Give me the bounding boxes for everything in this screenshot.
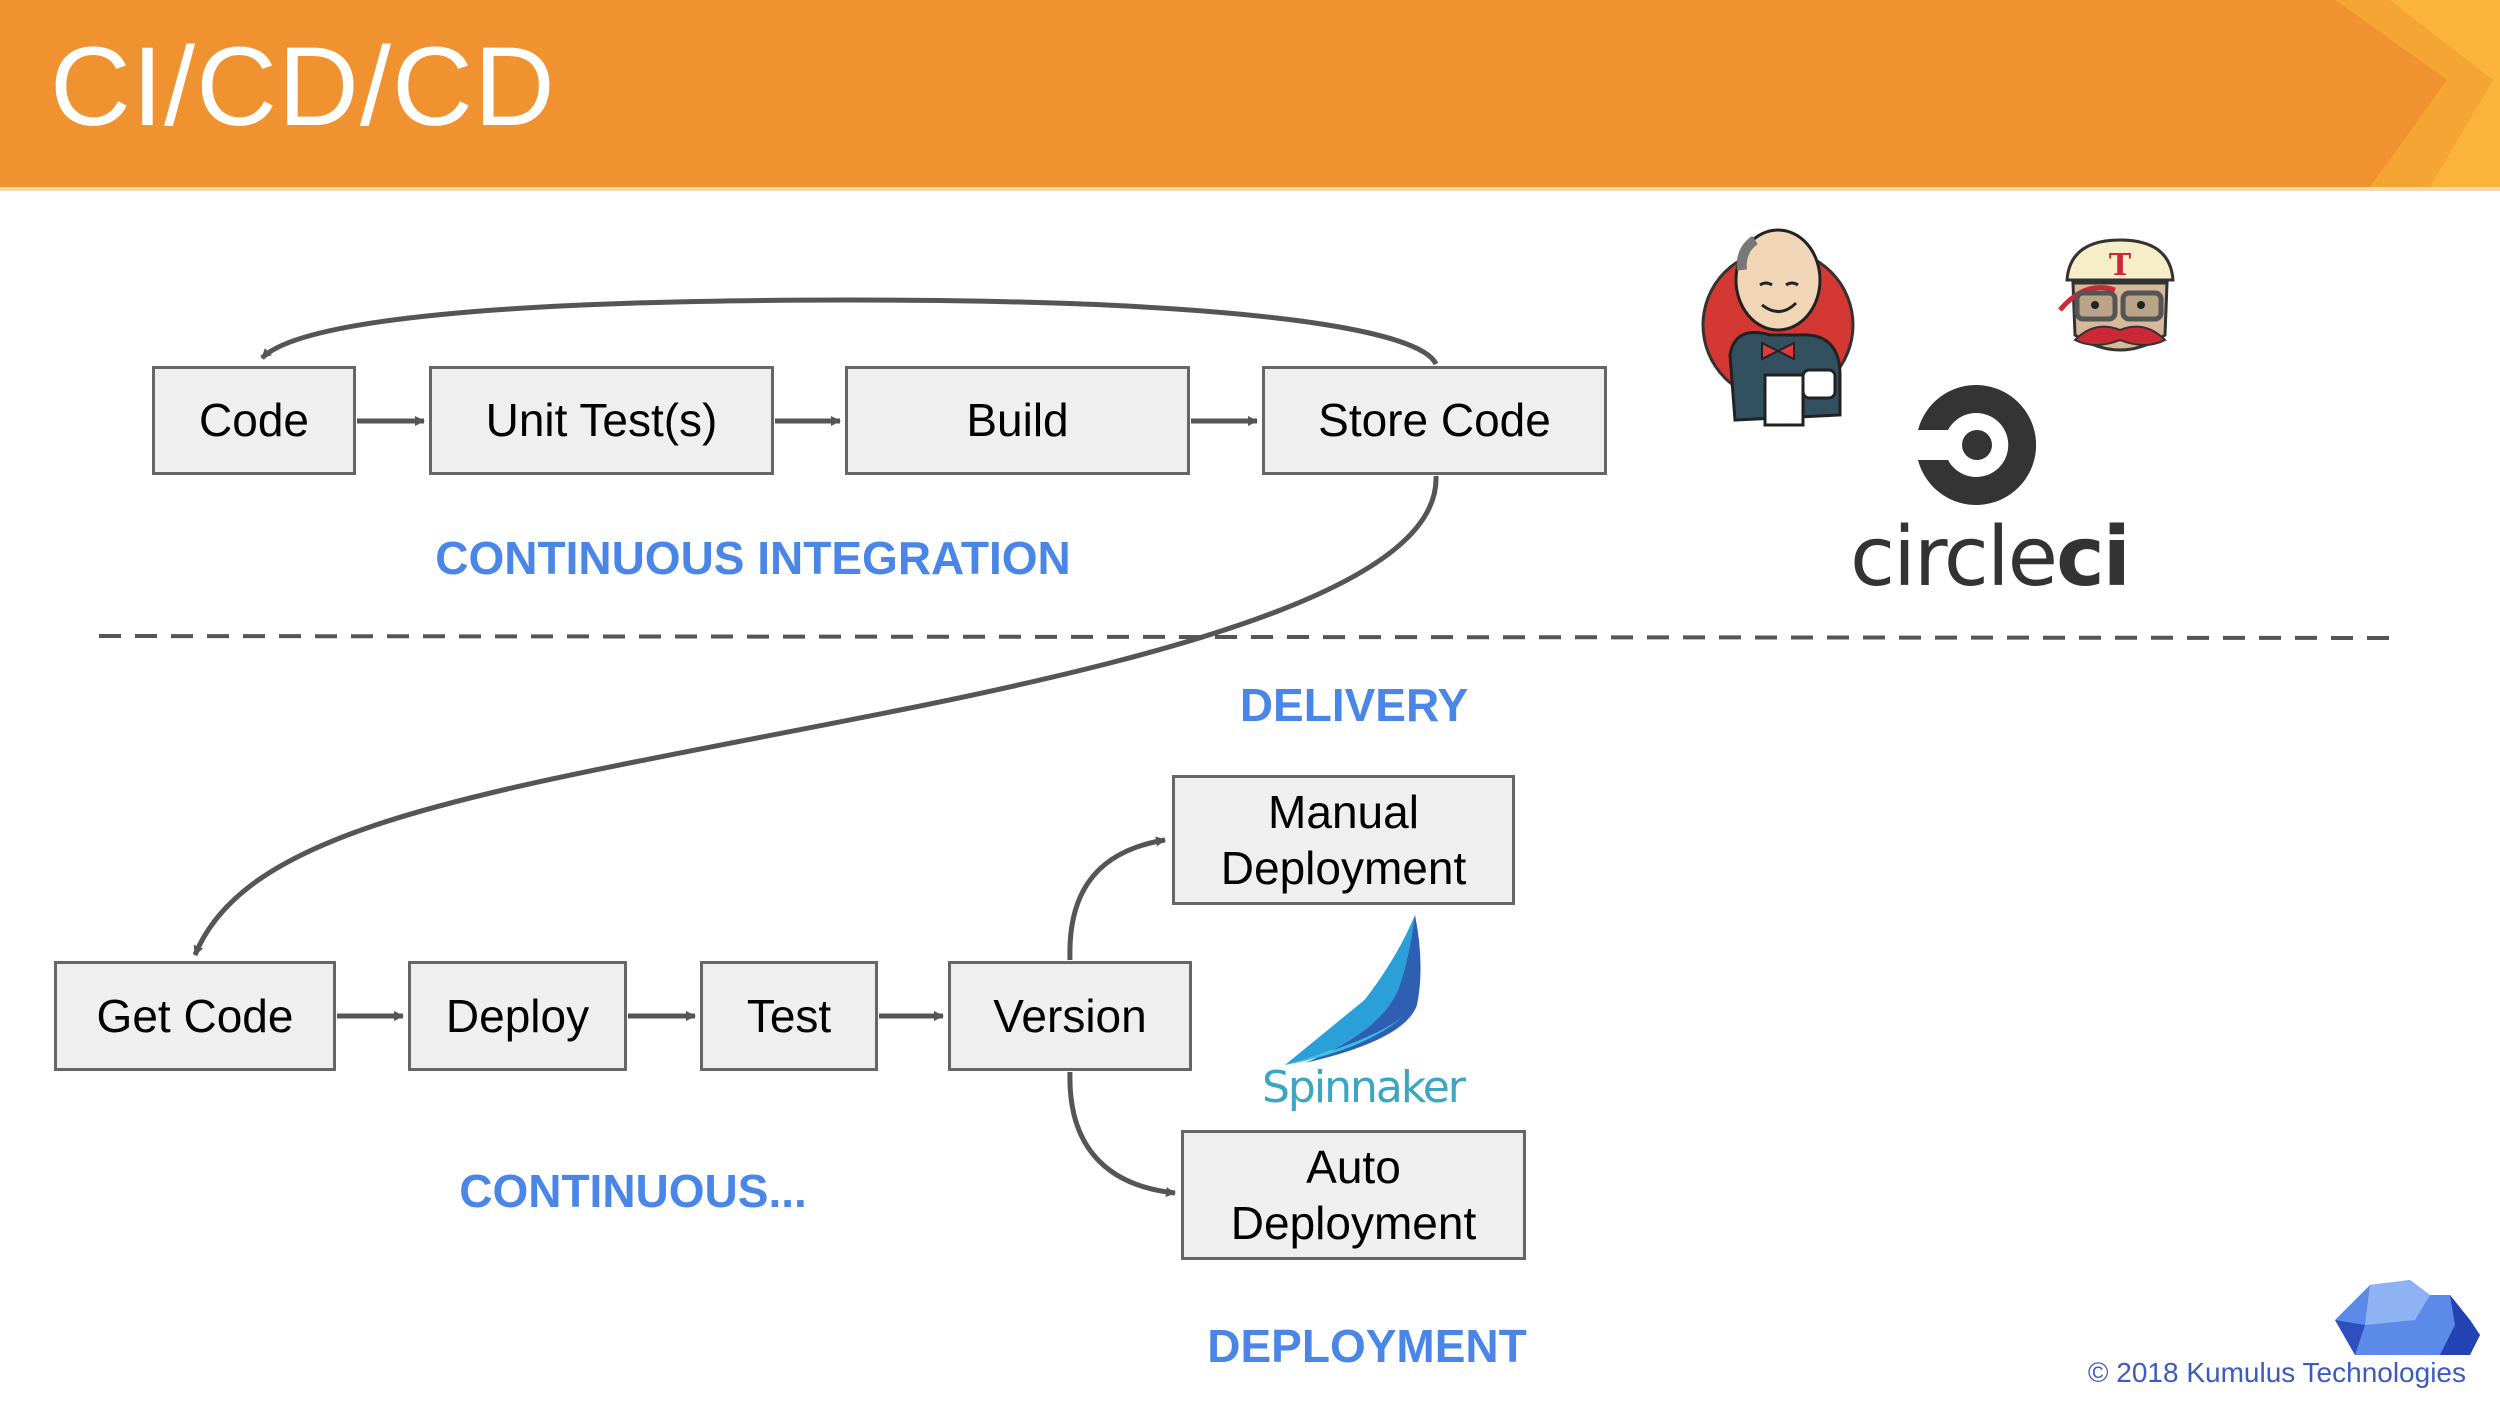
header-chevron-decoration (2335, 0, 2500, 187)
header-divider (0, 187, 2500, 191)
arrow-store-to-code-loop (260, 297, 1439, 366)
label-continuous-integration: CONTINUOUS INTEGRATION (435, 532, 1071, 584)
label-delivery: DELIVERY (1239, 679, 1469, 731)
arrow-version-to-manual (1067, 836, 1166, 961)
step-code: Code (152, 366, 356, 475)
step-build: Build (845, 366, 1190, 475)
circleci-wordmark: circleci (1850, 510, 2131, 605)
step-store-code: Store Code (1262, 366, 1607, 475)
slide-header: CI/CD/CD (0, 0, 2500, 187)
slide-title: CI/CD/CD (50, 24, 556, 149)
copyright-footer: © 2018 Kumulus Technologies (2087, 1357, 2466, 1388)
arrow-store-to-getcode (192, 475, 1439, 956)
step-unit-tests: Unit Test(s) (429, 366, 774, 475)
spinnaker-sail-icon (1285, 915, 1421, 1065)
circleci-logo-icon (1918, 385, 2037, 505)
circleci-wordmark-bold: ci (2056, 510, 2131, 605)
arrow-version-to-auto (1067, 1071, 1176, 1198)
label-continuous: CONTINUOUS... (459, 1165, 807, 1217)
step-auto-deployment: Auto Deployment (1181, 1130, 1526, 1260)
spinnaker-wordmark: Spinnaker (1262, 1062, 1466, 1113)
travis-ci-logo-icon: T (2058, 238, 2175, 352)
step-get-code: Get Code (54, 961, 336, 1071)
circleci-wordmark-light: circle (1850, 510, 2058, 605)
kumulus-cloud-logo-icon (2335, 1280, 2480, 1355)
step-deploy: Deploy (408, 961, 627, 1071)
step-version: Version (948, 961, 1192, 1071)
section-divider-dashed (98, 634, 2392, 640)
svg-text:T: T (2109, 248, 2132, 283)
manual-deployment-label: Manual Deployment (1220, 785, 1467, 894)
jenkins-logo-icon (1701, 228, 1855, 427)
step-manual-deployment: Manual Deployment (1172, 775, 1515, 905)
auto-deployment-label: Auto Deployment (1230, 1140, 1477, 1249)
label-deployment: DEPLOYMENT (1207, 1320, 1527, 1372)
step-test: Test (700, 961, 878, 1071)
